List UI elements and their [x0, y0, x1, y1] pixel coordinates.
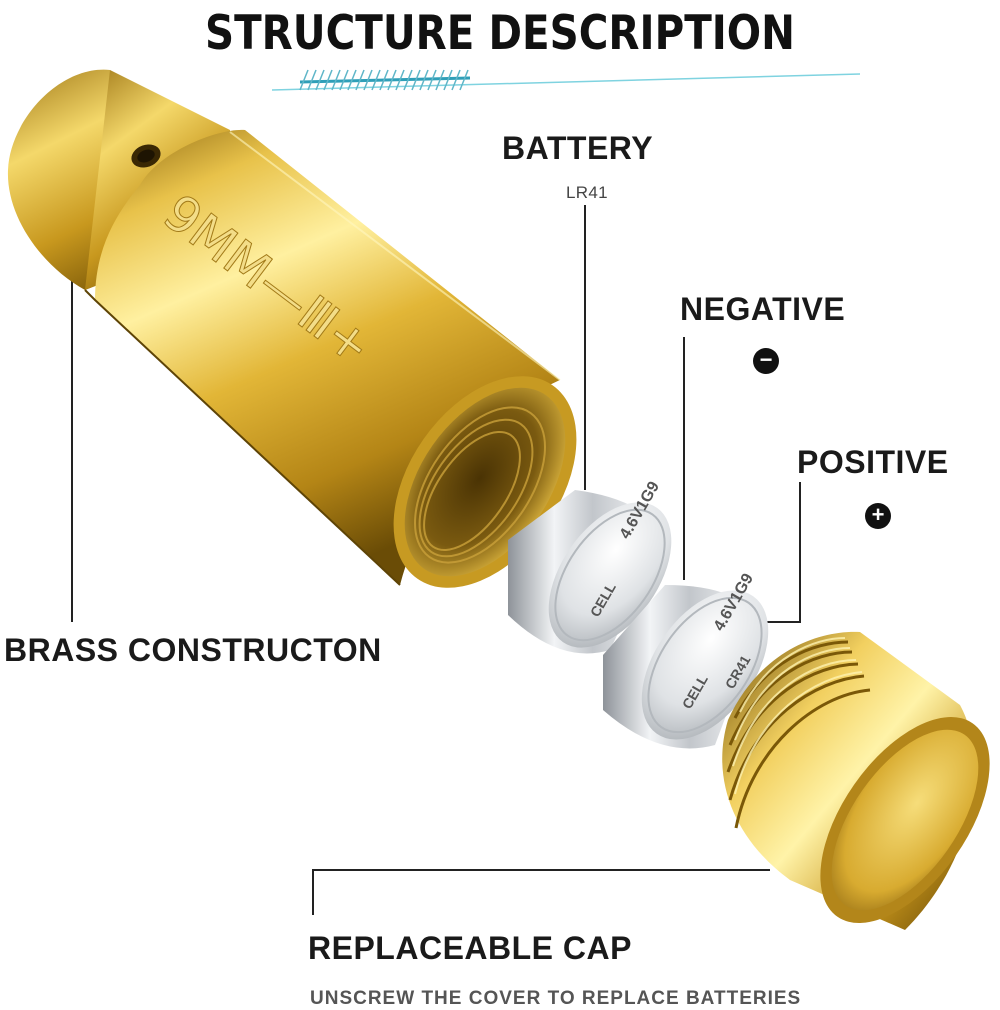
- replaceable-cap-label: REPLACEABLE CAP: [308, 930, 632, 966]
- footer-caption: UNSCREW THE COVER TO REPLACE BATTERIES: [310, 988, 802, 1009]
- positive-icon: +: [865, 503, 891, 529]
- battery-label: BATTERY: [502, 130, 654, 166]
- negative-icon: −: [753, 348, 779, 374]
- battery-model-label: LR41: [566, 183, 608, 202]
- battery-cell-2: 4.6V1G9 CR41 CELL: [603, 571, 769, 749]
- negative-label: NEGATIVE: [680, 291, 846, 327]
- positive-leader: [758, 482, 801, 623]
- header-accent: [271, 69, 861, 91]
- cap-leader: [312, 869, 770, 915]
- leader-lines: [71, 205, 801, 915]
- replaceable-cap: [722, 631, 990, 930]
- battery-cell-1: 4.6V1G9 CELL: [508, 479, 672, 654]
- positive-label: POSITIVE: [797, 444, 949, 480]
- page-title: STRUCTURE DESCRIPTION: [204, 6, 796, 61]
- brass-casing: 9MM—Ⅲ+: [7, 69, 577, 588]
- brass-construction-label: BRASS CONSTRUCTON: [4, 632, 382, 668]
